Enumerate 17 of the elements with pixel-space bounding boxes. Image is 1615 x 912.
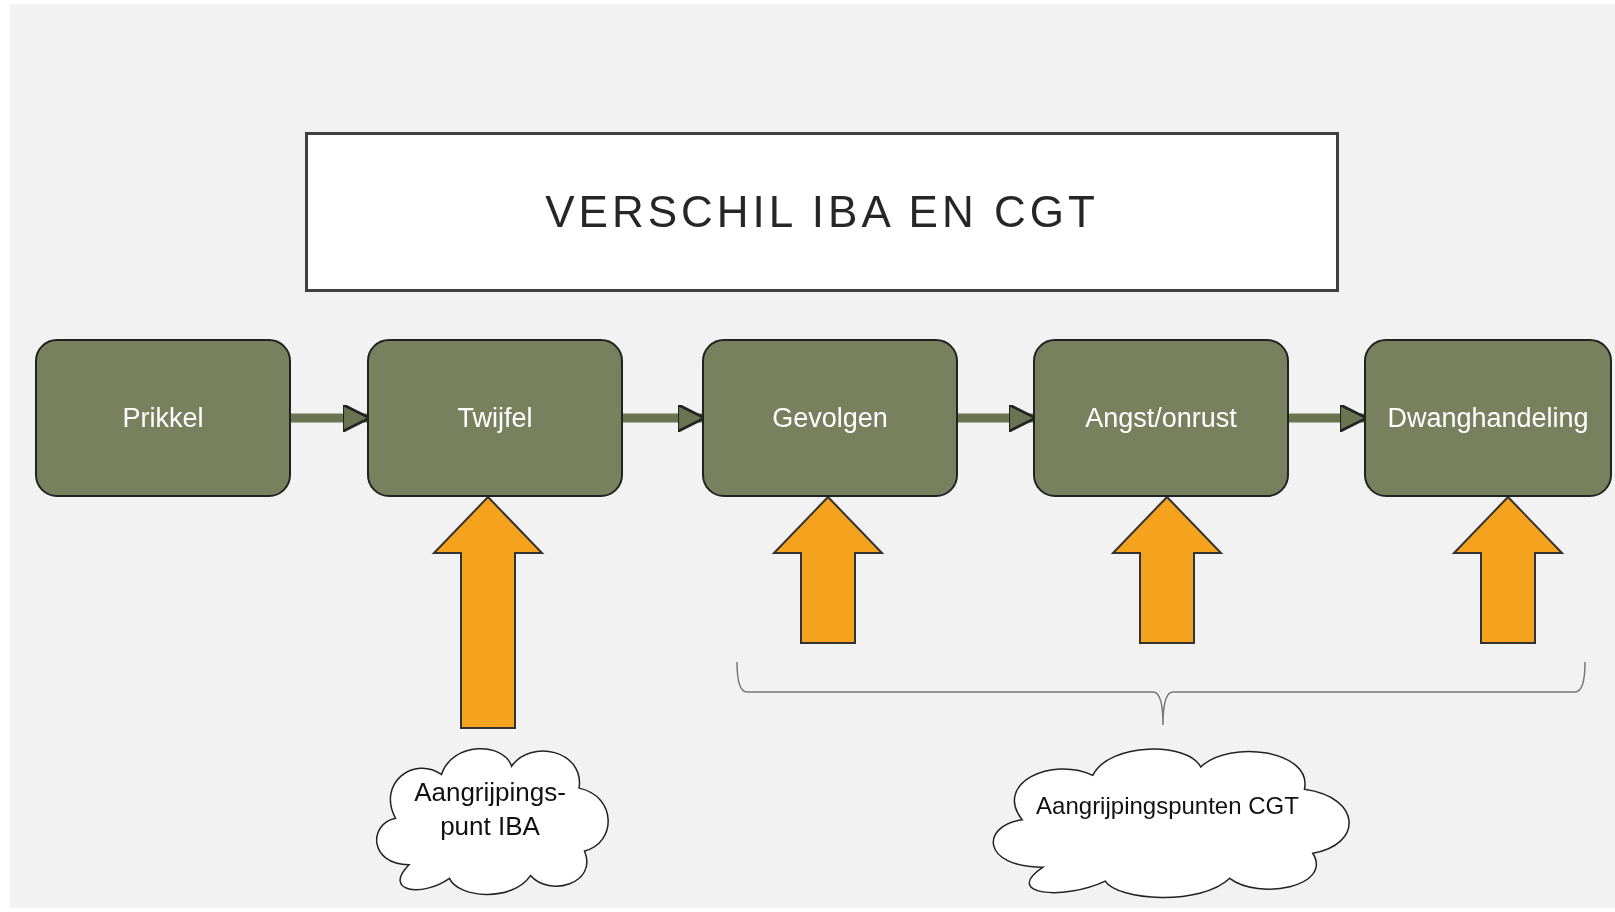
process-box [1033,339,1289,497]
node-label: Dwanghandeling [1387,402,1589,434]
block-arrow [771,495,885,644]
node-label: Aangrijpings- punt IBA [413,776,567,843]
block-arrow [431,495,545,729]
node-label: Prikkel [122,402,204,434]
process-box [1364,339,1612,497]
node-label: Gevolgen [772,402,888,434]
block-arrow [1110,495,1224,644]
process-box [367,339,623,497]
title: VERSCHIL IBA EN CGT [545,187,1099,237]
process-box [35,339,291,497]
block-arrow [1451,495,1565,644]
node-label: Twijfel [457,402,533,434]
node-label: Aangrijpingspunten CGT [1036,790,1299,821]
node-label: Angst/onrust [1085,402,1237,434]
process-box [702,339,958,497]
